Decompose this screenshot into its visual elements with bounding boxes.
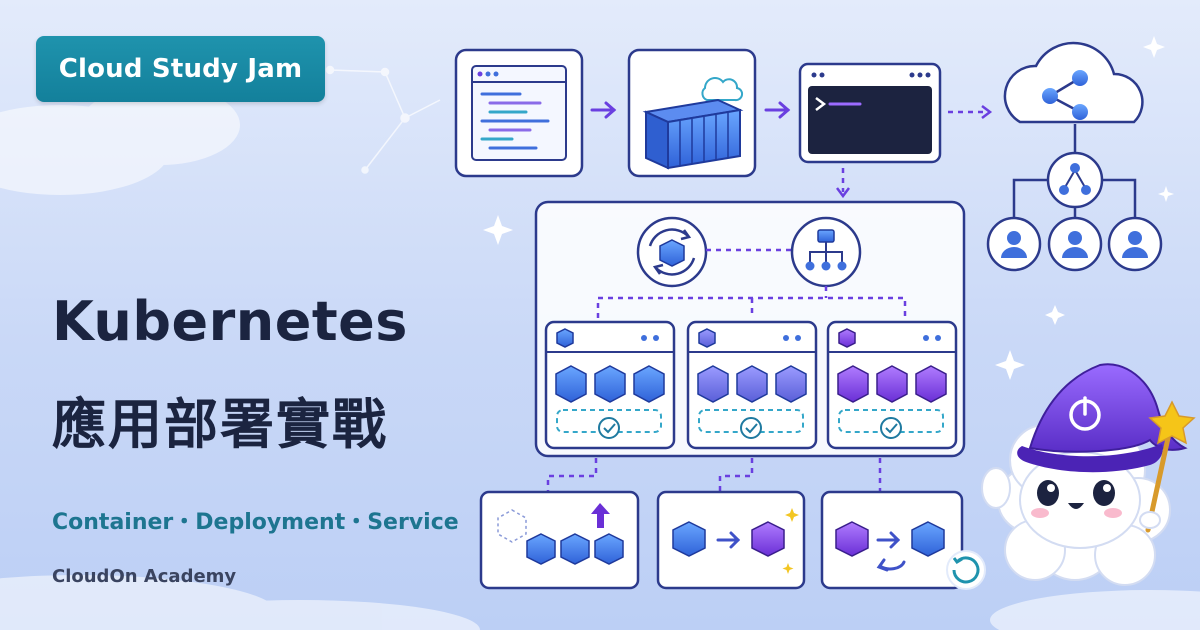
clouds-decoration — [0, 85, 1200, 630]
user-icon — [1047, 216, 1103, 272]
topics-subtitle: Container・Deployment・Service — [52, 510, 459, 535]
rollback-card — [820, 490, 964, 590]
dashed-arrow-down — [836, 168, 850, 199]
user-icon — [986, 216, 1042, 272]
arrow-up-icon — [591, 503, 610, 528]
terminal-card — [798, 62, 942, 164]
service-node-icon — [1046, 151, 1104, 209]
arrow-right-icon — [764, 101, 791, 119]
event-badge: Cloud Study Jam — [36, 36, 325, 102]
organization-name: CloudOn Academy — [52, 566, 237, 587]
cloud-wizard-mascot-icon — [981, 363, 1196, 586]
event-badge-label: Cloud Study Jam — [58, 54, 303, 84]
page-title-chinese: 應用部署實戰 — [52, 393, 388, 456]
replicaset-sync-icon — [636, 216, 708, 288]
scaling-card — [479, 490, 640, 590]
dashed-connectors-bottom — [546, 458, 882, 492]
code-editor-card — [454, 48, 584, 178]
refresh-icon — [946, 550, 986, 590]
pod-card — [826, 320, 958, 450]
network-lines-decoration — [325, 65, 441, 174]
dashed-arrow-right — [948, 105, 993, 119]
deployment-hierarchy-icon — [790, 216, 862, 288]
rolling-update-card — [656, 490, 806, 590]
user-icon — [1107, 216, 1163, 272]
dashed-distribution-lines — [596, 286, 907, 318]
cloud-share-icon — [1003, 41, 1144, 124]
sparkle-decoration — [483, 36, 1174, 380]
pod-card — [544, 320, 676, 450]
arrow-right-icon — [590, 101, 617, 119]
pod-card — [686, 320, 818, 450]
page-title: Kubernetes — [52, 290, 408, 353]
tree-connector-lines — [1012, 178, 1137, 218]
container-card — [627, 48, 757, 178]
